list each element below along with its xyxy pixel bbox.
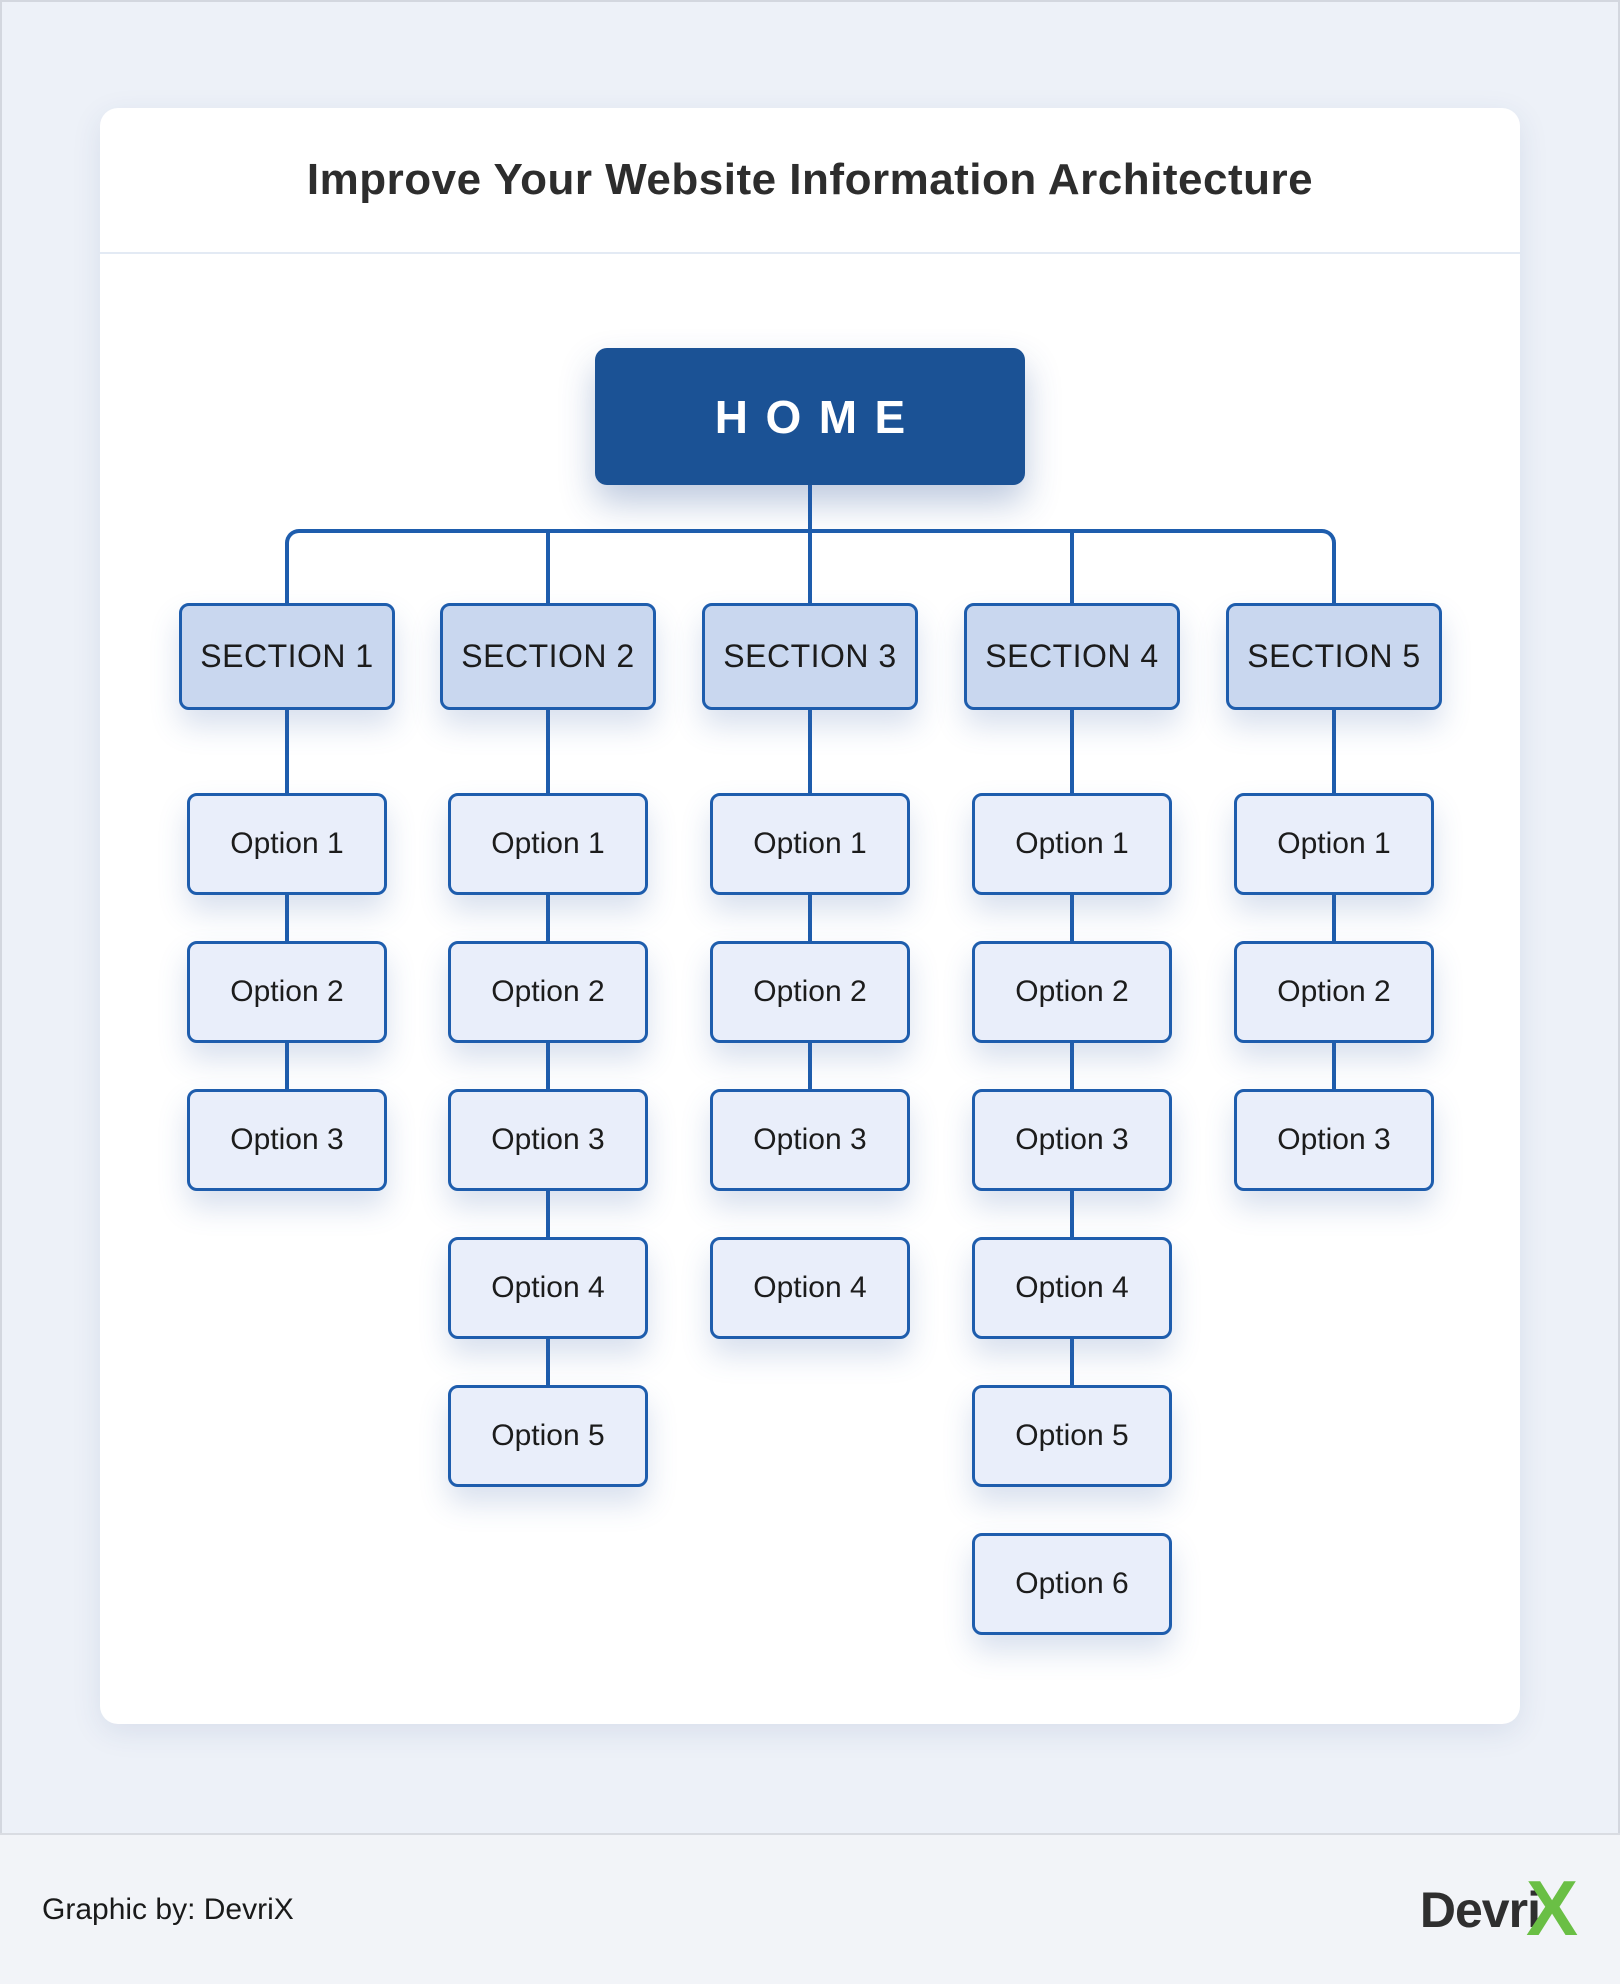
connector-line (546, 895, 550, 941)
section-box: SECTION 1 (179, 603, 395, 710)
home-label: HOME (714, 390, 923, 443)
option-label: Option 5 (491, 1419, 605, 1452)
section-label: SECTION 2 (461, 638, 635, 674)
option-box: Option 2 (1234, 941, 1434, 1043)
footer: Graphic by: DevriX Devri X (0, 1833, 1620, 1984)
option-box: Option 1 (448, 793, 648, 895)
option-box: Option 4 (448, 1237, 648, 1339)
option-box: Option 5 (972, 1385, 1172, 1487)
connector-line (285, 895, 289, 941)
option-label: Option 1 (491, 827, 605, 860)
option-label: Option 1 (1277, 827, 1391, 860)
option-label: Option 2 (1015, 975, 1129, 1008)
section-box: SECTION 5 (1226, 603, 1442, 710)
section-1-column: SECTION 1 Option 1 Option 2 Option 3 (100, 108, 1520, 1724)
option-label: Option 4 (491, 1271, 605, 1304)
option-label: Option 6 (1015, 1567, 1129, 1600)
section-box: SECTION 3 (702, 603, 918, 710)
section-label: SECTION 4 (985, 638, 1159, 674)
option-box: Option 6 (972, 1533, 1172, 1635)
section-5-column: SECTION 5 Option 1 Option 2 Option 3 (100, 108, 1520, 1724)
section-label: SECTION 1 (200, 638, 374, 674)
option-box: Option 4 (710, 1237, 910, 1339)
option-box: Option 3 (710, 1089, 910, 1191)
option-label: Option 1 (753, 827, 867, 860)
devrix-logo-word: Devri (1419, 1881, 1541, 1938)
option-box: Option 1 (1234, 793, 1434, 895)
option-label: Option 5 (1015, 1419, 1129, 1452)
option-box: Option 3 (448, 1089, 648, 1191)
devrix-logo: Devri X (1419, 1863, 1578, 1952)
option-box: Option 3 (187, 1089, 387, 1191)
connector-line (285, 710, 289, 793)
section-2-column: SECTION 2 Option 1 Option 2 Option 3 Opt… (100, 108, 1520, 1724)
option-box: Option 1 (972, 793, 1172, 895)
option-label: Option 3 (1277, 1123, 1391, 1156)
option-label: Option 3 (491, 1123, 605, 1156)
option-label: Option 2 (753, 975, 867, 1008)
option-box: Option 2 (448, 941, 648, 1043)
connector-line (808, 710, 812, 793)
option-label: Option 2 (230, 975, 344, 1008)
option-label: Option 3 (230, 1123, 344, 1156)
connector-line (1332, 710, 1336, 793)
connector-home-stem (808, 485, 812, 531)
connector-line (1332, 895, 1336, 941)
connector-line (808, 895, 812, 941)
section-box: SECTION 4 (964, 603, 1180, 710)
connector-line (546, 1339, 550, 1385)
connector-line (1332, 1043, 1336, 1089)
connector-line (546, 1191, 550, 1237)
option-label: Option 3 (753, 1123, 867, 1156)
infographic-card: Improve Your Website Information Archite… (100, 108, 1520, 1724)
option-label: Option 2 (1277, 975, 1391, 1008)
connector-horizontal-bar (285, 529, 1336, 603)
connector-line (285, 1043, 289, 1089)
home-node: HOME (595, 348, 1025, 485)
option-box: Option 1 (187, 793, 387, 895)
section-label: SECTION 3 (723, 638, 897, 674)
connector-line (808, 1043, 812, 1089)
option-box: Option 5 (448, 1385, 648, 1487)
option-box: Option 2 (972, 941, 1172, 1043)
credit-text: Graphic by: DevriX (42, 1892, 294, 1926)
connector-line (546, 1043, 550, 1089)
option-box: Option 4 (972, 1237, 1172, 1339)
option-label: Option 4 (753, 1271, 867, 1304)
connector-line (546, 710, 550, 793)
page-title: Improve Your Website Information Archite… (306, 155, 1314, 204)
connector-line (1070, 710, 1074, 793)
option-label: Option 3 (1015, 1123, 1129, 1156)
section-3-column: SECTION 3 Option 1 Option 2 Option 3 Opt… (100, 108, 1520, 1724)
connector-line (1070, 1191, 1074, 1237)
option-label: Option 1 (230, 827, 344, 860)
connector-line (1070, 1339, 1074, 1385)
option-label: Option 4 (1015, 1271, 1129, 1304)
section-label: SECTION 5 (1247, 638, 1421, 674)
option-label: Option 1 (1015, 827, 1129, 860)
card-header: Improve Your Website Information Archite… (100, 108, 1520, 254)
connector-line (1070, 895, 1074, 941)
option-box: Option 3 (972, 1089, 1172, 1191)
sitemap-diagram: HOME SECTION 1 Option 1 Option 2 Option … (100, 108, 1520, 1724)
option-box: Option 3 (1234, 1089, 1434, 1191)
option-label: Option 2 (491, 975, 605, 1008)
option-box: Option 2 (187, 941, 387, 1043)
section-box: SECTION 2 (440, 603, 656, 710)
connector-line (1070, 1043, 1074, 1089)
option-box: Option 1 (710, 793, 910, 895)
option-box: Option 2 (710, 941, 910, 1043)
